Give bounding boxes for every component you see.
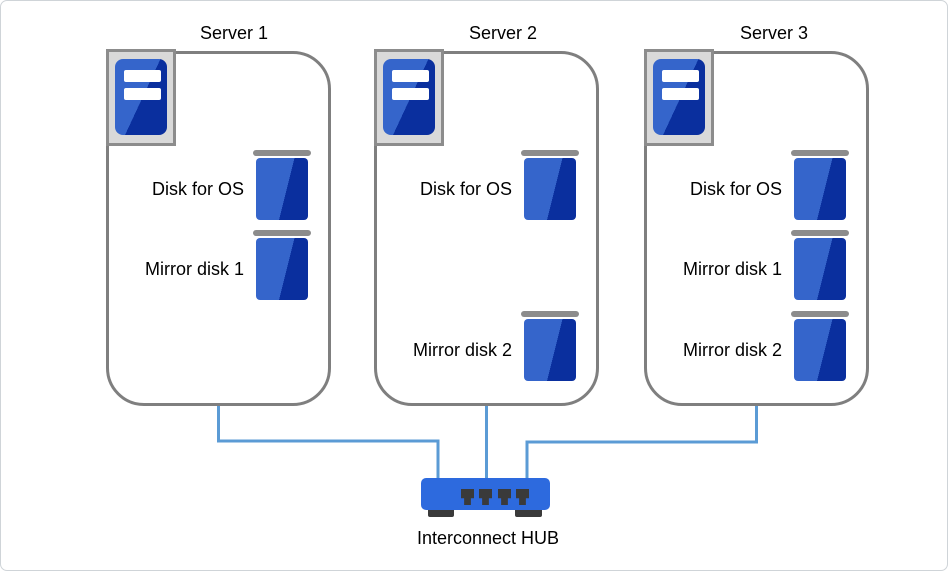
- disk-row-mirror2: Mirror disk 2: [647, 311, 866, 381]
- disk-icon: [253, 230, 311, 300]
- connector-server3-hub: [525, 405, 758, 479]
- hub-port-icon: [461, 489, 474, 505]
- disk-row-mirror2: Mirror disk 2: [377, 311, 596, 381]
- hub-port-icon: [479, 489, 492, 505]
- disk-body: [524, 319, 576, 381]
- disk-icon: [521, 150, 579, 220]
- disk-body: [524, 158, 576, 220]
- disk-icon: [521, 311, 579, 381]
- disk-body: [794, 238, 846, 300]
- disk-body: [256, 158, 308, 220]
- tower-front: [653, 59, 705, 135]
- disk-label: Mirror disk 2: [682, 339, 782, 360]
- server1-title: Server 1: [199, 23, 269, 43]
- tower-front: [115, 59, 167, 135]
- disk-label: Mirror disk 1: [682, 258, 782, 279]
- disk-body: [256, 238, 308, 300]
- server3-box: Disk for OS Mirror disk 1 Mirror disk 2: [644, 51, 869, 406]
- disk-cap: [521, 150, 579, 156]
- tower-front: [383, 59, 435, 135]
- hub-port-icon: [498, 489, 511, 505]
- disk-label: Mirror disk 1: [144, 258, 244, 279]
- server3-title: Server 3: [739, 23, 809, 43]
- hub-port-icon: [516, 489, 529, 505]
- disk-body: [794, 158, 846, 220]
- tower-server-icon: [644, 49, 714, 146]
- disk-icon: [791, 150, 849, 220]
- drive-bay-slot: [392, 70, 429, 82]
- disk-cap: [521, 311, 579, 317]
- disk-cap: [253, 150, 311, 156]
- disk-row-os: Disk for OS: [109, 150, 328, 220]
- disk-row-mirror1: Mirror disk 1: [647, 230, 866, 300]
- disk-body: [794, 319, 846, 381]
- drive-bay-slot: [662, 70, 699, 82]
- drive-bay-slot: [124, 70, 161, 82]
- hub-label: Interconnect HUB: [416, 528, 560, 548]
- disk-row-os: Disk for OS: [377, 150, 596, 220]
- server2-title: Server 2: [468, 23, 538, 43]
- disk-label: Disk for OS: [151, 178, 244, 199]
- tower-server-icon: [106, 49, 176, 146]
- disk-cap: [791, 230, 849, 236]
- drive-bay-slot: [124, 88, 161, 100]
- disk-cap: [791, 311, 849, 317]
- disk-label: Mirror disk 2: [412, 339, 512, 360]
- disk-cap: [791, 150, 849, 156]
- tower-server-icon: [374, 49, 444, 146]
- disk-icon: [791, 311, 849, 381]
- network-hub-icon: [421, 478, 550, 510]
- disk-icon: [791, 230, 849, 300]
- hub-foot: [515, 510, 542, 517]
- hub-foot: [428, 510, 454, 517]
- disk-icon: [253, 150, 311, 220]
- disk-label: Disk for OS: [689, 178, 782, 199]
- connector-server1-hub: [217, 405, 440, 479]
- disk-row-mirror1: Mirror disk 1: [109, 230, 328, 300]
- disk-cap: [253, 230, 311, 236]
- disk-label: Disk for OS: [419, 178, 512, 199]
- drive-bay-slot: [662, 88, 699, 100]
- disk-row-os: Disk for OS: [647, 150, 866, 220]
- drive-bay-slot: [392, 88, 429, 100]
